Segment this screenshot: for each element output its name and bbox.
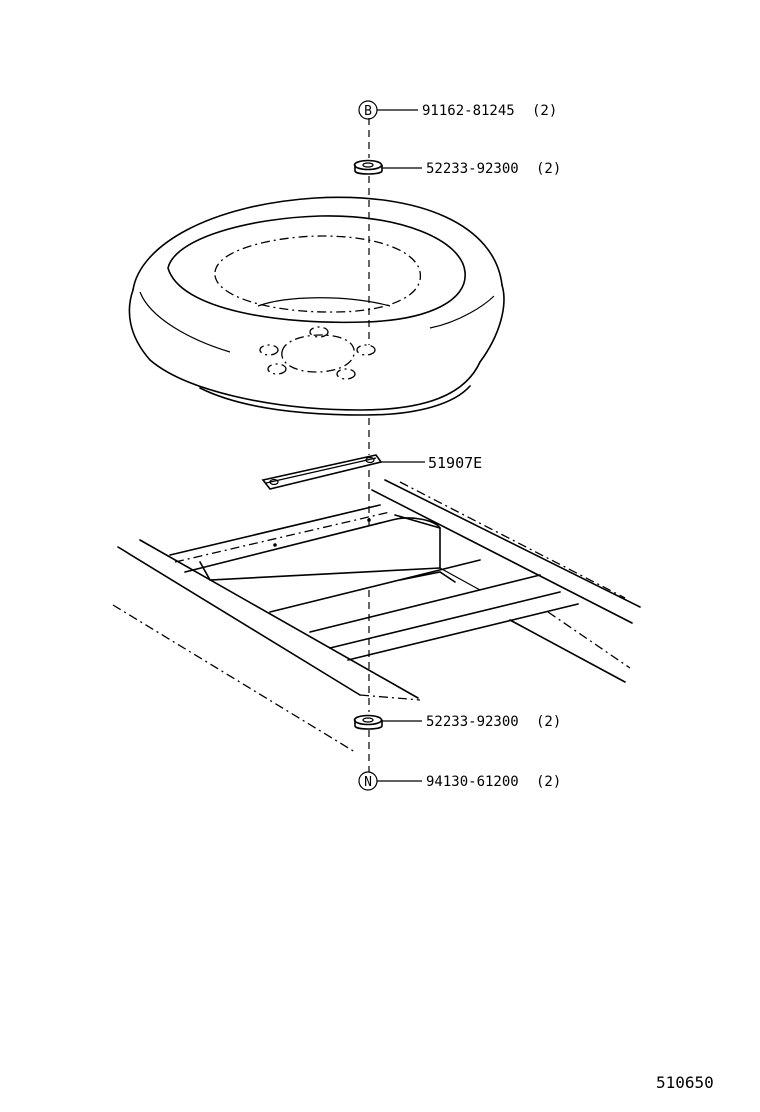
spacer-top-qty: (2) (536, 161, 561, 177)
bracket-plate-icon (261, 454, 383, 490)
figure-number: 510650 (656, 1073, 714, 1092)
nut-part-number: 94130-61200 (426, 774, 519, 790)
spacer-top-callout: 52233-92300 (2) (353, 159, 561, 177)
vehicle-frame-illustration (112, 479, 641, 753)
bolt-symbol: B (364, 104, 372, 119)
nut-qty: (2) (536, 774, 561, 790)
bolt-callout: B 91162-81245 (2) (358, 100, 557, 120)
spacer-bottom-callout: 52233-92300 (2) (353, 714, 561, 730)
spacer-bottom-icon (353, 714, 383, 730)
bracket-callout: 51907E (261, 454, 482, 490)
bolt-qty: (2) (532, 103, 557, 119)
spacer-top-part-number: 52233-92300 (426, 161, 519, 177)
spare-tire-illustration (128, 196, 505, 416)
nut-callout: N 94130-61200 (2) (358, 771, 561, 791)
spacer-bottom-qty: (2) (536, 714, 561, 730)
nut-symbol: N (364, 775, 372, 790)
spacer-top-icon (353, 159, 383, 175)
bolt-part-number: 91162-81245 (422, 103, 515, 119)
spacer-bottom-part-number: 52233-92300 (426, 714, 519, 730)
bracket-part-number: 51907E (428, 454, 482, 472)
